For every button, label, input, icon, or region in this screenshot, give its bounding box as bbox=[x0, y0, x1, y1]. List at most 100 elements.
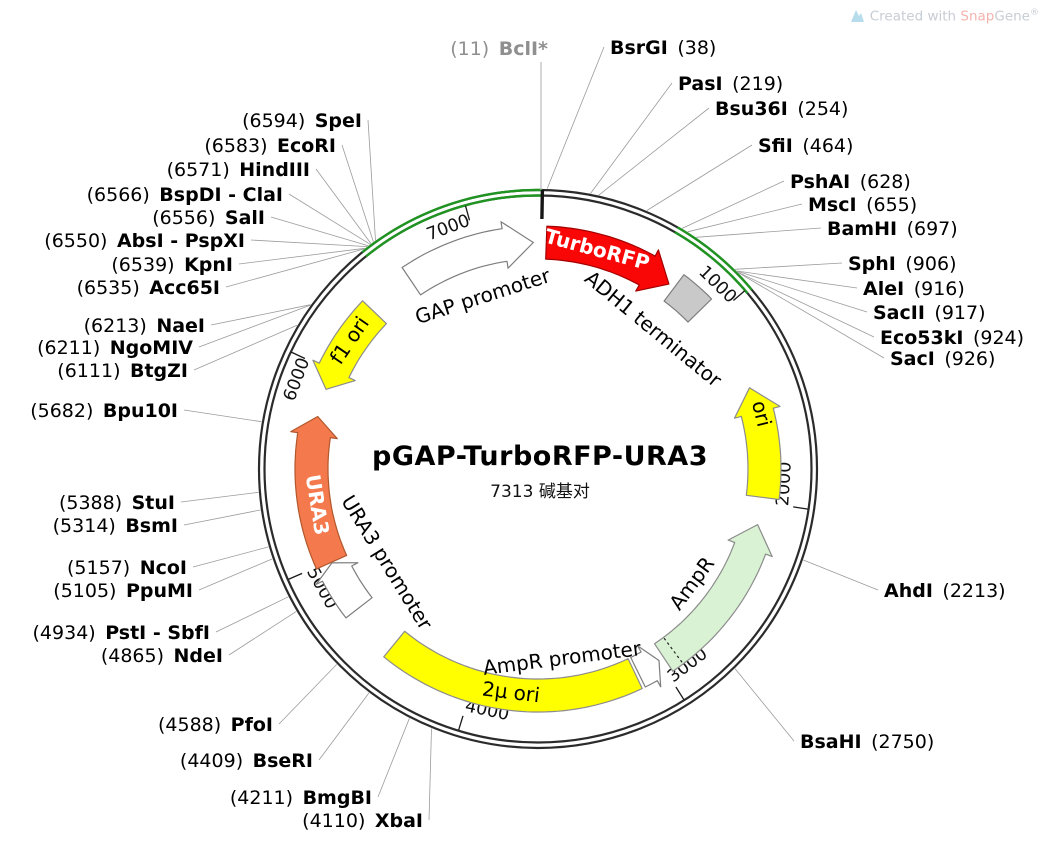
leader-line-BsmI bbox=[183, 509, 261, 526]
origin-marker-tick bbox=[540, 189, 545, 220]
scale-tick-5000 bbox=[288, 572, 303, 580]
feature-gap-promoter bbox=[401, 221, 534, 296]
scale-tick-4000 bbox=[457, 715, 464, 731]
leader-line-SfiI bbox=[646, 144, 753, 211]
site-label-AleI: AleI (916) bbox=[863, 278, 965, 300]
leader-line-NgoMIV bbox=[198, 304, 311, 348]
scale-tick-2000 bbox=[793, 506, 809, 510]
site-label-BamHI: BamHI (697) bbox=[827, 218, 958, 240]
site-label-KpnI: (6539) KpnI bbox=[111, 254, 233, 276]
site-label-PshAI: PshAI (628) bbox=[790, 171, 911, 193]
feature-ura3-promoter bbox=[315, 562, 373, 619]
site-label-Bpu10I: (5682) Bpu10I bbox=[30, 400, 178, 422]
site-label-SfiI: SfiI (464) bbox=[758, 135, 853, 157]
leader-line-HindIII bbox=[315, 168, 372, 244]
leader-line-Acc65I bbox=[225, 248, 365, 288]
site-label-BseRI: (4409) BseRI bbox=[180, 750, 313, 772]
site-label-SphI: SphI (906) bbox=[848, 253, 956, 275]
leader-line-PasI bbox=[590, 82, 673, 194]
site-label-NaeI: (6213) NaeI bbox=[84, 315, 205, 337]
leader-line-EcoRI bbox=[341, 144, 374, 243]
scale-tick-7000 bbox=[464, 205, 471, 221]
feature-adh1-terminator bbox=[663, 274, 713, 323]
site-label-EcoRI: (6583) EcoRI bbox=[204, 135, 336, 157]
site-label-NcoI: (5157) NcoI bbox=[67, 557, 187, 579]
scale-tick-6000 bbox=[291, 351, 306, 360]
ring-green-segment-1 bbox=[365, 194, 543, 258]
site-label-HindIII: (6571) HindIII bbox=[167, 159, 310, 181]
site-label-XbaI: (4110) XbaI bbox=[302, 810, 423, 832]
site-label-BsrGI: BsrGI (38) bbox=[610, 37, 716, 59]
leader-line-XbaI bbox=[428, 728, 432, 821]
feature-f1-ori bbox=[312, 300, 387, 390]
leader-line-PfoI bbox=[278, 664, 337, 725]
ring-green-segment-1 bbox=[361, 188, 543, 254]
feature-2-ori bbox=[383, 630, 643, 713]
leader-line-PstI-SbfI bbox=[215, 596, 289, 633]
site-label-BsmI: (5314) BsmI bbox=[53, 515, 178, 537]
leader-line-Bsu36I bbox=[598, 107, 710, 196]
site-label-AhdI: AhdI (2213) bbox=[884, 580, 1006, 602]
leader-line-NaeI bbox=[210, 304, 311, 326]
site-label-Eco53kI: Eco53kI (924) bbox=[880, 327, 1024, 349]
leader-line-Bpu10I bbox=[183, 409, 262, 423]
feature-ampr bbox=[653, 524, 773, 672]
leader-line-NcoI bbox=[192, 546, 269, 568]
site-label-Bsu36I: Bsu36I (254) bbox=[715, 98, 848, 120]
feature-turborfp bbox=[545, 225, 670, 292]
watermark-text: Created with SnapGene® bbox=[869, 8, 1039, 25]
site-label-SpeI: (6594) SpeI bbox=[242, 110, 362, 132]
leader-line-BseRI bbox=[318, 692, 370, 761]
leader-line-PpuMI bbox=[198, 558, 273, 591]
leader-line-BsaHI bbox=[734, 668, 795, 742]
feature-ampr-promoter bbox=[630, 645, 662, 688]
site-label-BspDI-ClaI: (6566) BspDI - ClaI bbox=[87, 184, 283, 206]
site-label-StuI: (5388) StuI bbox=[59, 492, 175, 514]
site-label-NgoMIV: (6211) NgoMIV bbox=[37, 337, 193, 359]
leader-line-SacII bbox=[736, 270, 868, 313]
site-label-SacII: SacII (917) bbox=[873, 302, 986, 324]
snapgene-logo-icon bbox=[850, 9, 864, 22]
leader-line-SpeI bbox=[367, 119, 376, 241]
plasmid-title-block: pGAP-TurboRFP-URA3 7313 碱基对 bbox=[372, 441, 708, 502]
scale-tick-3000 bbox=[675, 686, 685, 701]
leader-line-SphI bbox=[734, 262, 843, 270]
leader-line-BsrGI bbox=[546, 46, 605, 189]
site-label-BtgZI: (6111) BtgZI bbox=[57, 360, 188, 382]
site-label-BsaHI: BsaHI (2750) bbox=[800, 731, 934, 753]
leader-line-BmgBI bbox=[377, 718, 410, 798]
leader-line-BspDI-ClaI bbox=[288, 193, 371, 245]
leader-line-AhdI bbox=[803, 559, 879, 591]
scale-tick-1000 bbox=[732, 290, 746, 301]
site-label-PasI: PasI (219) bbox=[678, 73, 783, 95]
plasmid-title: pGAP-TurboRFP-URA3 bbox=[372, 441, 708, 472]
leader-line-MscI bbox=[687, 203, 803, 233]
site-label-BclI-: (11) BclI* bbox=[450, 38, 548, 60]
plasmid-size-label: 7313 碱基对 bbox=[490, 482, 590, 502]
site-label-AbsI-PspXI: (6550) AbsI - PspXI bbox=[44, 230, 245, 252]
site-label-SacI: SacI (926) bbox=[890, 348, 995, 370]
leader-line-Eco53kI bbox=[737, 271, 875, 338]
site-label-Acc65I: (6535) Acc65I bbox=[77, 277, 220, 299]
leader-line-KpnI bbox=[238, 247, 365, 265]
leader-line-BtgZI bbox=[193, 324, 298, 371]
leader-line-AleI bbox=[736, 270, 858, 289]
feature-ori bbox=[733, 387, 782, 501]
leader-line-StuI bbox=[180, 491, 259, 503]
site-label-SalI: (6556) SalI bbox=[152, 207, 265, 229]
site-label-PfoI: (4588) PfoI bbox=[158, 714, 273, 736]
leader-line-SalI bbox=[270, 216, 369, 247]
leader-line-PshAI bbox=[681, 180, 785, 229]
leader-line-AbsI-PspXI bbox=[250, 239, 368, 247]
snapgene-watermark: Created with SnapGene® bbox=[850, 8, 1039, 25]
site-label-PpuMI: (5105) PpuMI bbox=[53, 580, 193, 602]
site-label-BmgBI: (4211) BmgBI bbox=[230, 787, 372, 809]
site-label-PstI-SbfI: (4934) PstI - SbfI bbox=[33, 622, 210, 644]
site-label-NdeI: (4865) NdeI bbox=[101, 645, 223, 667]
ring-green-segment-2 bbox=[676, 226, 753, 291]
ring-green-segment-2 bbox=[674, 231, 749, 294]
leader-line-BamHI bbox=[696, 227, 822, 238]
leader-line-SacI bbox=[738, 272, 885, 359]
